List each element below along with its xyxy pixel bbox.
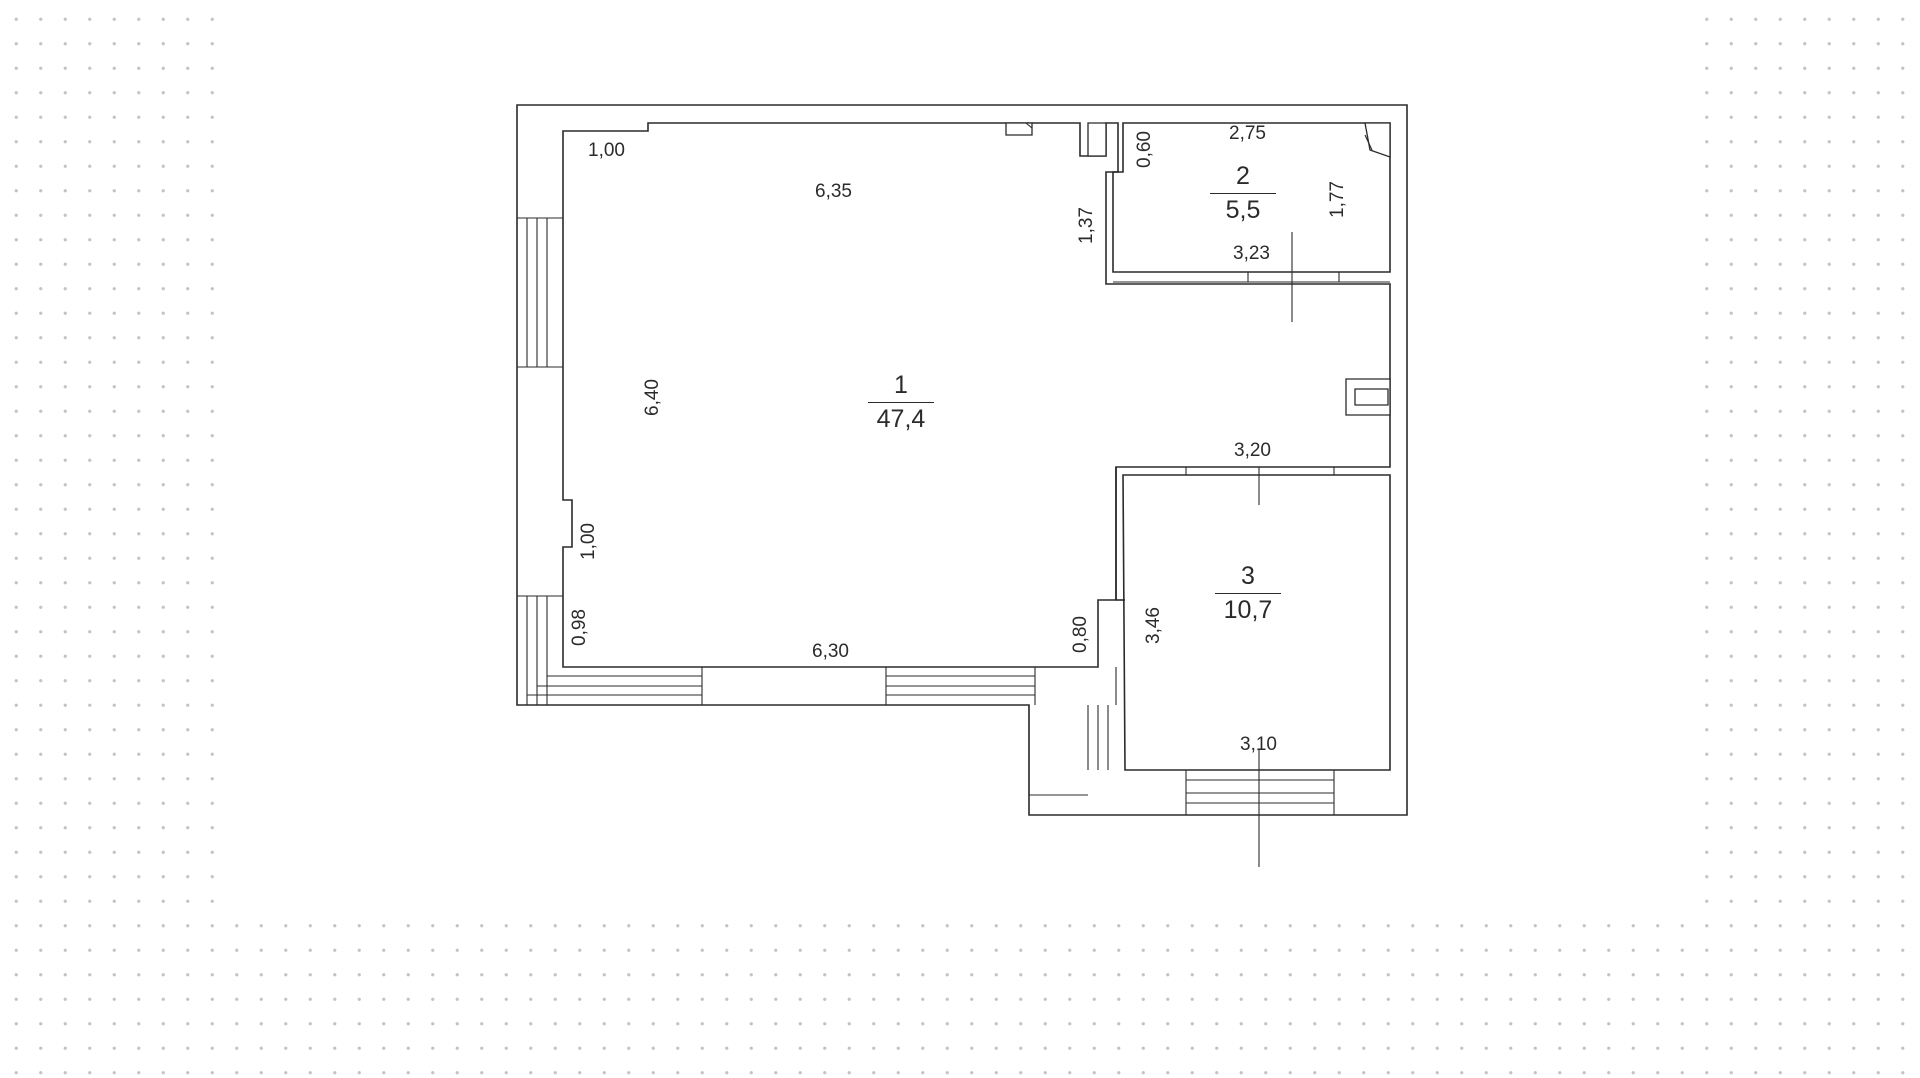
room-1-area: 47,4 (868, 402, 934, 432)
room-2-number: 2 (1236, 162, 1250, 190)
window-left-lower (517, 595, 563, 705)
dim-room1-right-upper: 1,37 (1076, 207, 1097, 244)
door-room3 (1115, 467, 1335, 475)
room-3-wall (1122, 474, 1391, 771)
outer-wall (516, 104, 1408, 816)
dim-room1-bottom-left: 0,98 (569, 609, 590, 646)
room-1-wall (562, 122, 1391, 668)
room-1-label: 1 47,4 (868, 373, 934, 432)
vent-shaft-top-diag (1025, 122, 1033, 129)
door-room2 (1113, 272, 1390, 283)
window-bottom-room1 (701, 667, 1036, 705)
window-bottom-room3 (1185, 770, 1335, 815)
dim-room1-bottom-right: 0,80 (1070, 616, 1091, 653)
vent-shaft-top-right (1364, 122, 1391, 158)
dim-room1-bottom: 6,30 (812, 641, 849, 662)
window-left-upper (517, 217, 563, 368)
dim-room2-bottom: 3,23 (1233, 243, 1270, 264)
room-2-label: 2 5,5 (1210, 164, 1276, 223)
room-2-area: 5,5 (1210, 193, 1276, 223)
room-1-number: 1 (894, 371, 908, 399)
vent-shaft-top-right-line (1364, 134, 1373, 151)
room-3-number: 3 (1241, 562, 1255, 590)
dim-room1-left: 6,40 (642, 379, 663, 416)
dim-room1-top: 6,35 (815, 181, 852, 202)
dim-room1-left-lower: 1,00 (578, 523, 599, 560)
dim-room2-top: 2,75 (1229, 123, 1266, 144)
sill-bottom (527, 675, 702, 696)
dim-room3-left: 3,46 (1143, 607, 1164, 644)
vent-shaft-right-inner (1354, 388, 1389, 406)
room-3-area: 10,7 (1215, 593, 1281, 623)
dim-room2-right: 1,77 (1327, 181, 1348, 218)
dim-room1-top-left: 1,00 (588, 140, 625, 161)
vent-shaft-small (1087, 122, 1107, 157)
window-bottom-right (1028, 667, 1117, 796)
vent-shaft-top (1005, 122, 1033, 136)
dim-room3-top: 3,20 (1234, 440, 1271, 461)
plan-background (227, 0, 1693, 905)
room-3-label: 3 10,7 (1215, 564, 1281, 623)
dim-room2-left: 0,60 (1134, 131, 1155, 168)
dim-room3-bottom: 3,10 (1240, 734, 1277, 755)
